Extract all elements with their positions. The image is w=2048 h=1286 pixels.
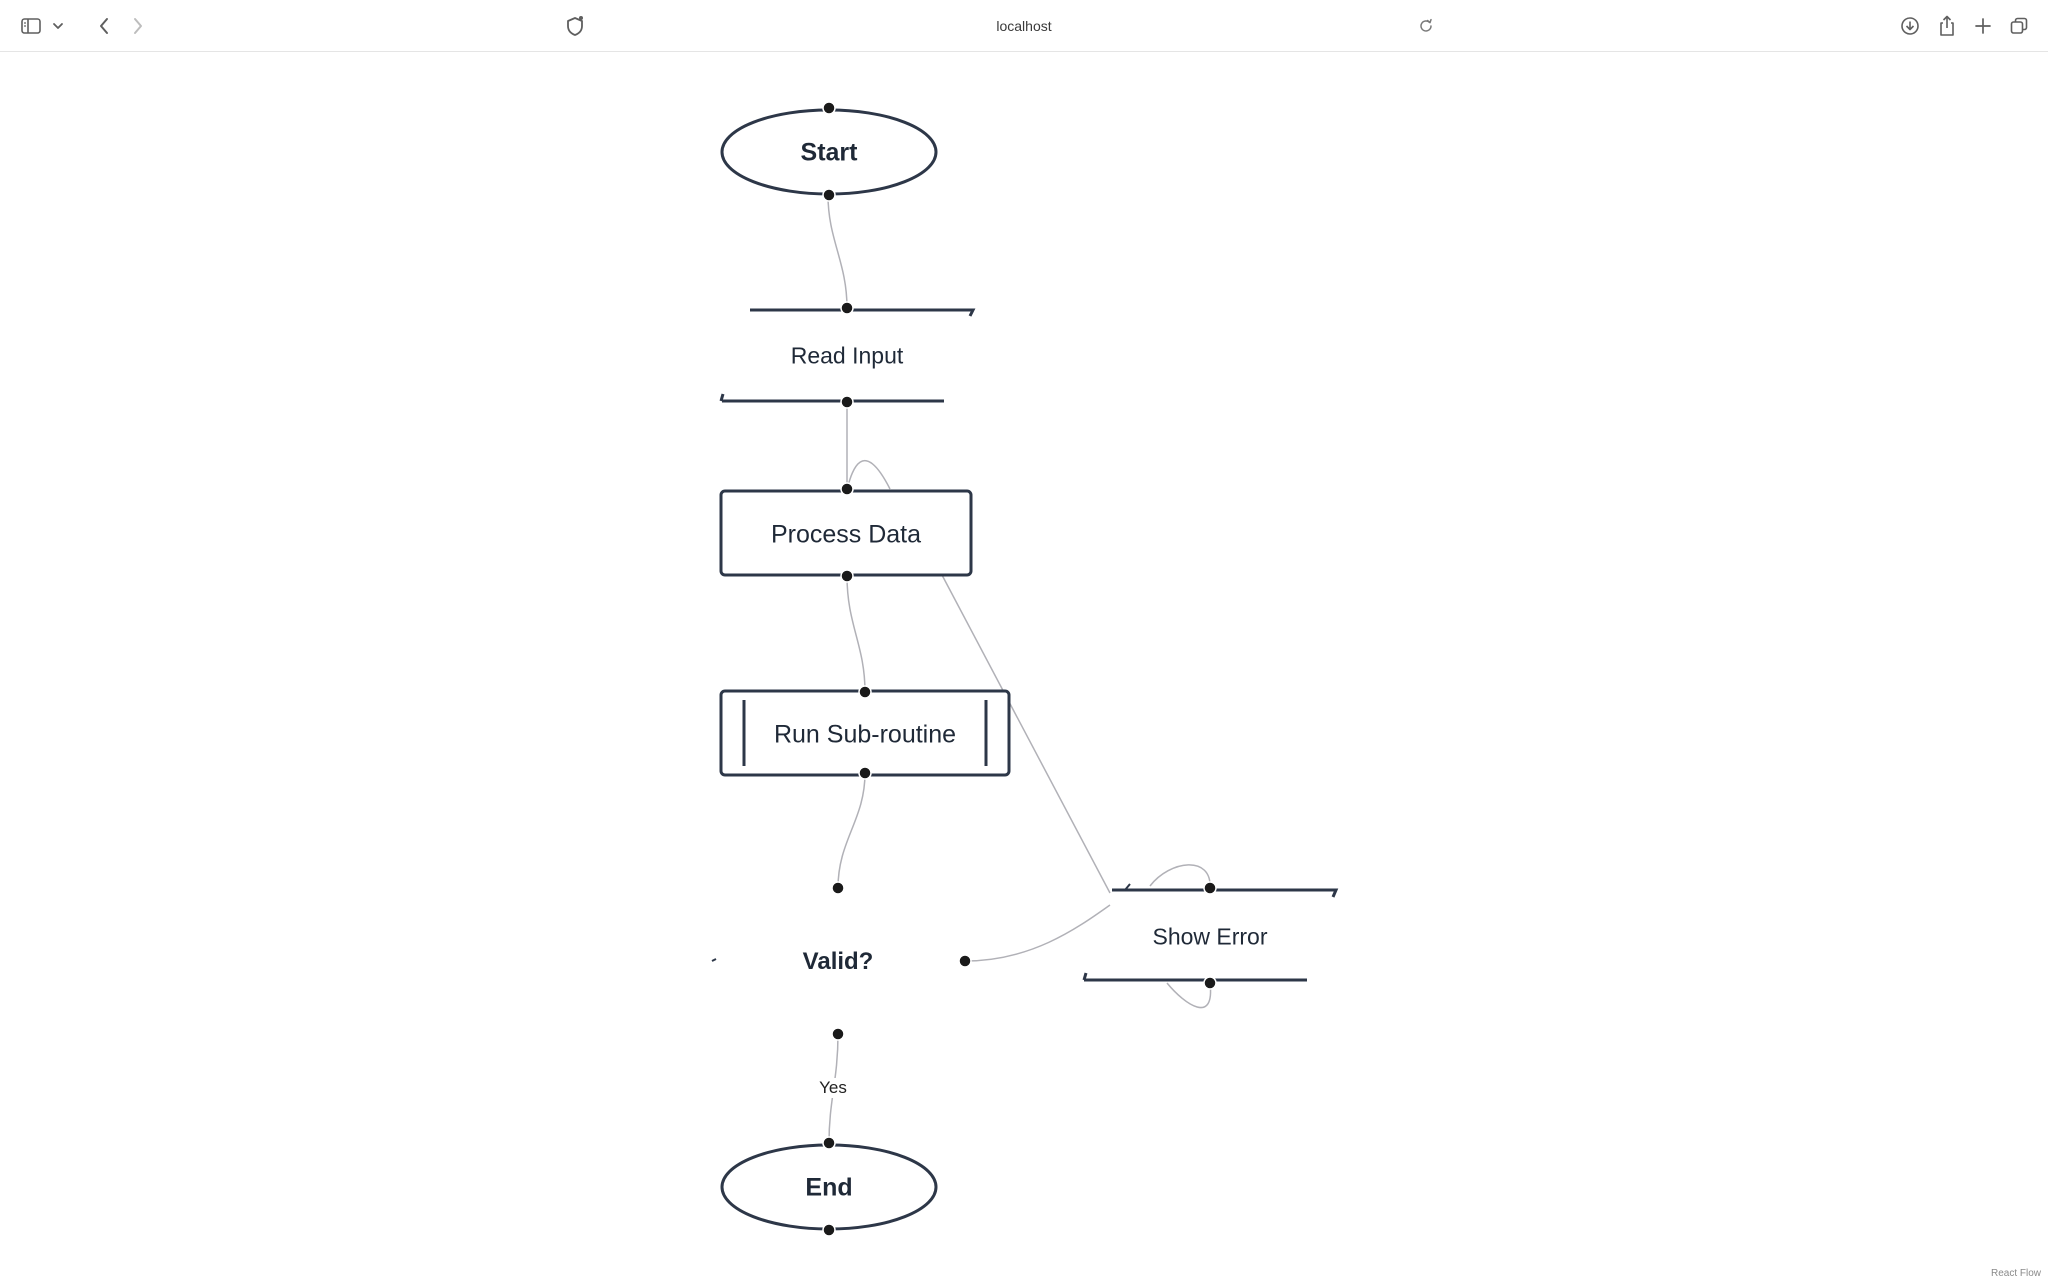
handle-read-input-top — [840, 301, 854, 315]
flow-graph[interactable] — [0, 52, 2048, 1286]
handles[interactable] — [822, 101, 1217, 1237]
node-end-label[interactable]: End — [805, 1173, 853, 1202]
edge-label-yes: Yes — [816, 1078, 850, 1098]
node-read-input-label[interactable]: Read Input — [790, 342, 904, 369]
node-process-data-label[interactable]: Process Data — [770, 520, 922, 549]
handle-show-error-top — [1203, 881, 1217, 895]
handle-run-subroutine-bottom — [858, 766, 872, 780]
node-read-input-shape — [719, 308, 976, 403]
shield-icon[interactable] — [562, 12, 588, 40]
edge-show-error-process-data — [941, 574, 1111, 894]
handle-process-data-top — [840, 482, 854, 496]
edge-start-read-input — [827, 194, 848, 309]
node-valid-shape — [711, 958, 717, 962]
edge-show-error-process-data-loop — [846, 460, 891, 490]
handle-end-top — [822, 1136, 836, 1150]
handle-process-data-bottom — [840, 569, 854, 583]
plus-icon[interactable] — [1970, 12, 1996, 40]
handle-valid-top — [831, 881, 845, 895]
address-bar[interactable]: localhost — [606, 11, 1442, 41]
node-show-error-shape — [1082, 883, 1339, 982]
chevron-left-icon[interactable] — [92, 12, 116, 40]
node-start-label[interactable]: Start — [800, 138, 858, 167]
handle-start-top — [822, 101, 836, 115]
handle-run-subroutine-top — [858, 685, 872, 699]
handle-start-bottom — [822, 188, 836, 202]
edge-show-error-self-bottom — [1166, 982, 1212, 1009]
url-text: localhost — [996, 18, 1052, 34]
handle-show-error-bottom — [1203, 976, 1217, 990]
share-icon[interactable] — [1934, 12, 1960, 40]
download-icon[interactable] — [1897, 12, 1923, 40]
edges — [827, 194, 1212, 1144]
edge-run-subroutine-valid — [837, 772, 866, 889]
edge-process-data-run-subroutine — [846, 575, 866, 693]
node-valid-label[interactable]: Valid? — [802, 948, 874, 975]
handle-end-bottom — [822, 1223, 836, 1237]
handle-read-input-bottom — [840, 395, 854, 409]
react-flow-attribution[interactable]: React Flow — [1987, 1267, 2044, 1280]
edge-valid-show-error — [964, 904, 1111, 962]
edge-show-error-self-top — [1149, 864, 1211, 889]
reload-icon[interactable] — [1416, 12, 1436, 40]
chevron-down-icon[interactable] — [50, 12, 66, 40]
tabs-overview-icon[interactable] — [2006, 12, 2032, 40]
flow-canvas[interactable]: Start Read Input Process Data Run Sub-ro… — [0, 52, 2048, 1286]
sidebar-icon[interactable] — [18, 12, 44, 40]
handle-valid-right — [958, 954, 972, 968]
chevron-right-icon[interactable] — [126, 12, 150, 40]
node-show-error-label[interactable]: Show Error — [1152, 923, 1268, 950]
browser-toolbar: localhost — [0, 0, 2048, 52]
node-run-subroutine-label[interactable]: Run Sub-routine — [773, 720, 957, 749]
handle-valid-bottom — [831, 1027, 845, 1041]
